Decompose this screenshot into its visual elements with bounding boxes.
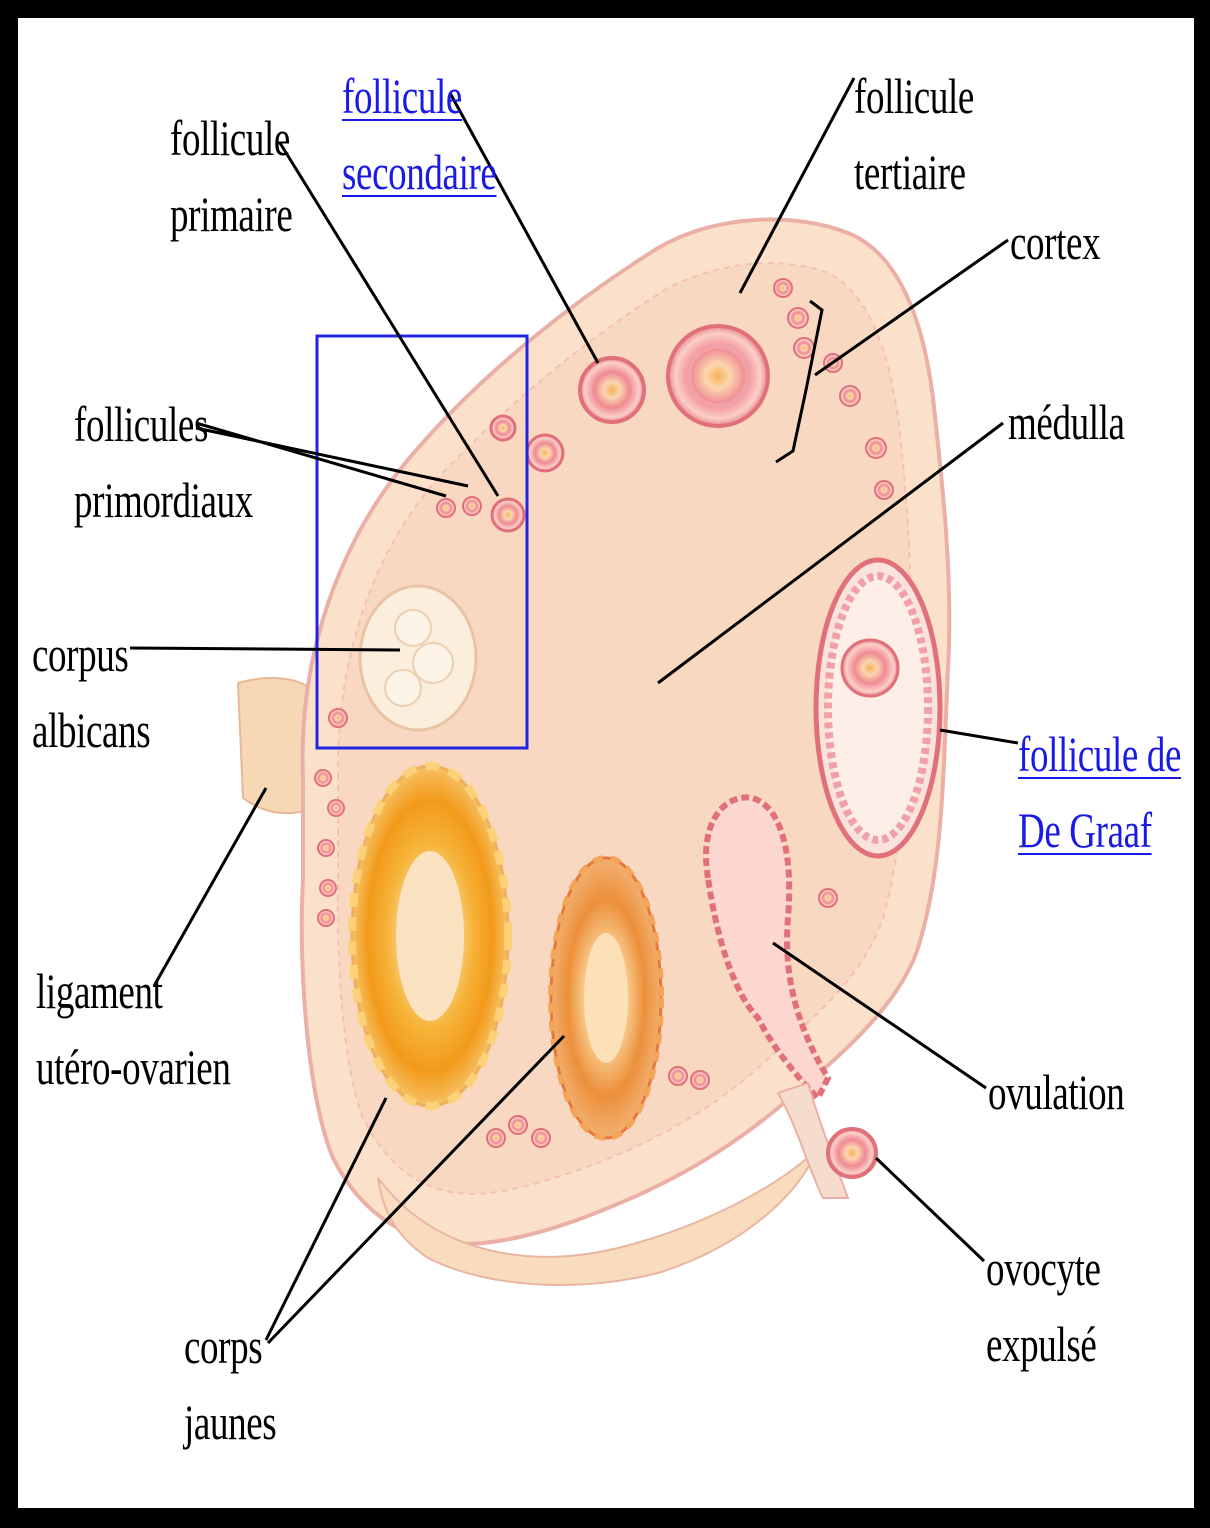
label-follicule-primaire: follicule primaire bbox=[170, 100, 292, 252]
leader-ovocyte bbox=[876, 1158, 984, 1261]
link-follicule-secondaire[interactable]: follicule secondaire bbox=[342, 58, 496, 210]
label-corpus-albicans: corpus albicans bbox=[32, 616, 150, 768]
diagram-canvas: follicule primaire follicule secondaire … bbox=[18, 18, 1194, 1508]
tertiary-follicle bbox=[668, 326, 768, 426]
expelled-oocyte bbox=[828, 1129, 876, 1177]
corpus-luteum-small bbox=[551, 858, 661, 1138]
label-cortex: cortex bbox=[1010, 204, 1100, 280]
leader-graaf bbox=[940, 730, 1018, 743]
label-ovulation: ovulation bbox=[988, 1054, 1124, 1130]
label-follicules-primordiaux: follicules primordiaux bbox=[74, 386, 253, 538]
corpus-luteum-large bbox=[352, 766, 508, 1106]
link-follicule-de-graaf[interactable]: follicule de De Graaf bbox=[1018, 716, 1181, 868]
label-ligament-utero-ovarien: ligament utéro-ovarien bbox=[36, 953, 230, 1105]
label-follicule-tertiaire: follicule tertiaire bbox=[854, 58, 974, 210]
leader-corpus-albicans bbox=[130, 648, 400, 650]
label-corps-jaunes: corps jaunes bbox=[184, 1308, 276, 1460]
label-ovocyte-expulse: ovocyte expulsé bbox=[986, 1230, 1101, 1382]
secondary-follicle bbox=[580, 358, 644, 422]
label-medulla: médulla bbox=[1008, 384, 1125, 460]
graafian-follicle bbox=[816, 560, 940, 856]
corpus-albicans-shape bbox=[360, 586, 476, 730]
